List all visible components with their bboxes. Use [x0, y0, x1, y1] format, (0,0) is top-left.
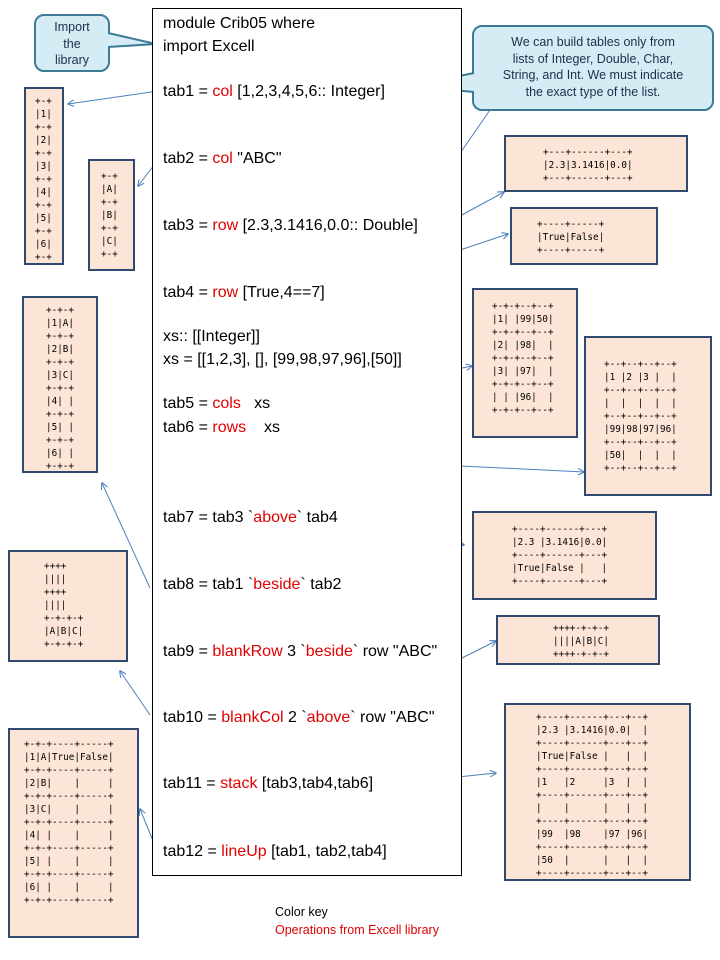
operation-name: row: [212, 217, 239, 234]
code-panel: module Crib05 where import Excell tab1 =…: [152, 8, 462, 876]
import-line: import Excell: [163, 38, 255, 55]
output-text: +-+ |A| +-+ |B| +-+ |C| +-+: [101, 171, 118, 260]
operation-name: cols: [212, 395, 241, 412]
arrow-tab10: [120, 671, 151, 716]
output-tab6: +--+--+--+--+ |1 |2 |3 | | +--+--+--+--+…: [584, 336, 712, 496]
output-tab1: +-+ |1| +-+ |2| +-+ |3| +-+ |4| +-+ |5| …: [24, 87, 64, 265]
output-text: +----+------+---+--+ |2.3 |3.1416|0.0| |…: [536, 712, 648, 879]
output-text: ++++-+-+-+ ||||A|B|C| ++++-+-+-+: [553, 623, 609, 660]
operation-name: above: [306, 709, 351, 726]
output-tab8: +-+-+ |1|A| +-+-+ |2|B| +-+-+ |3|C| +-+-…: [22, 296, 98, 473]
output-tab7: +----+------+---+ |2.3 |3.1416|0.0| +---…: [472, 511, 657, 600]
arrow-tab1: [68, 90, 159, 104]
output-tab12: +-+-+----+-----+ |1|A|True|False| +-+-+-…: [8, 728, 139, 938]
operation-name: col: [212, 150, 233, 167]
module-line: module Crib05 where: [163, 15, 316, 32]
output-tab2: +-+ |A| +-+ |B| +-+ |C| +-+: [88, 159, 135, 271]
output-tab4: +----+-----+ |True|False| +----+-----+: [510, 207, 658, 265]
operation-name: blankRow: [212, 643, 283, 660]
output-tab9: ++++-+-+-+ ||||A|B|C| ++++-+-+-+: [496, 615, 660, 665]
code-xs-type: xs:: [[Integer]]: [163, 328, 260, 345]
color-key: Color key Operations from Excell library: [275, 903, 439, 939]
output-text: +----+-----+ |True|False| +----+-----+: [537, 219, 605, 256]
code-tab3: tab3 = row [2.3,3.1416,0.0:: Double]: [163, 217, 418, 234]
import-callout-line: the: [63, 36, 81, 51]
code-tab10: tab10 = blankCol 2 `above` row "ABC": [163, 709, 435, 726]
types-callout-line: String, and Int. We must indicate: [502, 68, 684, 82]
types-callout-line: the exact type of the list.: [525, 84, 661, 99]
color-key-operations: Operations from Excell library: [275, 923, 439, 937]
operation-name: col: [212, 83, 233, 100]
output-text: +--+--+--+--+ |1 |2 |3 | | +--+--+--+--+…: [604, 359, 677, 474]
code-tab6: tab6 = rows xs: [163, 419, 280, 436]
types-callout-line: lists of Integer, Double, Char,: [512, 51, 674, 66]
operation-name: above: [253, 509, 297, 526]
output-text: +-+ |1| +-+ |2| +-+ |3| +-+ |4| +-+ |5| …: [35, 96, 52, 263]
import-callout: Import the library: [34, 14, 110, 72]
output-tab5: +-+-+--+--+ |1| |99|50| +-+-+--+--+ |2| …: [472, 288, 578, 438]
output-tab10: ++++ |||| ++++ |||| +-+-+-+ |A|B|C| +-+-…: [8, 550, 128, 662]
output-text: +---+------+---+ |2.3|3.1416|0.0| +---+-…: [543, 147, 633, 184]
code-tab5: tab5 = cols xs: [163, 395, 271, 412]
operation-name: beside: [305, 643, 353, 660]
code-tab11: tab11 = stack [tab3,tab4,tab6]: [163, 775, 374, 792]
operation-name: beside: [253, 576, 301, 593]
operation-name: lineUp: [221, 843, 267, 860]
output-tab11: +----+------+---+--+ |2.3 |3.1416|0.0| |…: [504, 703, 691, 881]
output-text: +-+-+--+--+ |1| |99|50| +-+-+--+--+ |2| …: [492, 301, 554, 416]
import-callout-line: Import: [54, 20, 90, 34]
operation-name: blankCol: [221, 709, 284, 726]
code-tab4: tab4 = row [True,4==7]: [163, 284, 325, 301]
import-callout-line: library: [54, 53, 90, 67]
output-text: +-+-+ |1|A| +-+-+ |2|B| +-+-+ |3|C| +-+-…: [46, 305, 74, 472]
operation-name: stack: [220, 775, 258, 792]
arrow-tab9: [455, 641, 496, 662]
code-tab9: tab9 = blankRow 3 `beside` row "ABC": [163, 643, 438, 660]
types-callout: We can build tables only from lists of I…: [472, 25, 714, 111]
types-callout-line: We can build tables only from: [511, 35, 675, 49]
output-text: +----+------+---+ |2.3 |3.1416|0.0| +---…: [512, 524, 608, 587]
code-xs-def: xs = [[1,2,3], [], [99,98,97,96],[50]]: [163, 351, 402, 368]
color-key-title: Color key: [275, 905, 328, 919]
operation-name: row: [212, 284, 239, 301]
output-text: ++++ |||| ++++ |||| +-+-+-+ |A|B|C| +-+-…: [44, 561, 84, 650]
code-tab8: tab8 = tab1 `beside` tab2: [163, 576, 342, 593]
output-text: +-+-+----+-----+ |1|A|True|False| +-+-+-…: [24, 739, 114, 906]
code-tab2: tab2 = col "ABC": [163, 150, 282, 167]
code-tab7: tab7 = tab3 `above` tab4: [163, 509, 338, 526]
output-tab3: +---+------+---+ |2.3|3.1416|0.0| +---+-…: [504, 135, 688, 192]
operation-name: rows: [212, 419, 247, 436]
code-tab12: tab12 = lineUp [tab1, tab2,tab4]: [163, 843, 387, 860]
arrow-tab8: [102, 483, 151, 589]
code-tab1: tab1 = col [1,2,3,4,5,6:: Integer]: [163, 83, 385, 100]
